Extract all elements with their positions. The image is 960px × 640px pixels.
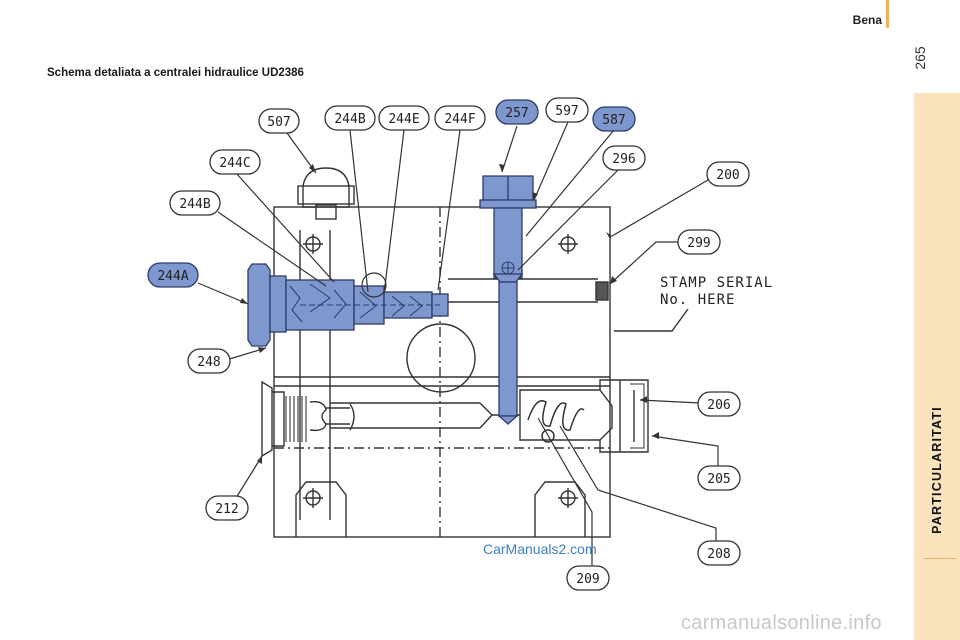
leader-lines [197, 121, 719, 568]
callout-label: 296 [612, 152, 635, 167]
callout-205: 205 [697, 465, 741, 491]
footer-watermark[interactable]: carmanualsonline.info [681, 612, 882, 634]
valve-body [519, 379, 649, 453]
callout-label: 205 [707, 472, 730, 487]
callout-244e: 244E [378, 105, 430, 131]
callout-label: 257 [505, 106, 528, 121]
callout-587: 587 [592, 106, 636, 132]
sidebar-divider [924, 558, 956, 559]
callout-label: 244C [219, 156, 250, 171]
callout-244f: 244F [434, 105, 486, 131]
callout-label: 244A [157, 269, 188, 284]
callout-299: 299 [677, 229, 721, 255]
reservoir-cap [297, 167, 355, 220]
tie-rod-nut [595, 281, 609, 301]
chapter-marker [886, 0, 889, 28]
callout-label: 244E [388, 112, 419, 127]
callout-label: 507 [267, 115, 290, 130]
sidebar-section-tab [914, 93, 960, 640]
valve-stem [330, 402, 520, 429]
callout-200: 200 [706, 161, 750, 187]
stamp-number-label: No. HERE [660, 292, 735, 308]
callout-206: 206 [697, 391, 741, 417]
callout-label: 587 [602, 113, 625, 128]
callout-208: 208 [697, 540, 741, 566]
callout-label: 244B [334, 112, 365, 127]
callout-296: 296 [602, 145, 646, 171]
callout-label: 597 [555, 104, 578, 119]
stamp-serial-label: STAMP SERIAL [660, 275, 773, 291]
callout-label: 212 [215, 502, 238, 517]
manifold-block [273, 206, 611, 538]
callout-label: 248 [197, 355, 220, 370]
callout-244a: 244A [147, 262, 199, 288]
mounting-holes [303, 234, 578, 508]
stamp-leader [614, 308, 689, 332]
chapter-title: Bena [852, 13, 882, 27]
callout-257: 257 [495, 99, 539, 125]
central-port [406, 323, 476, 393]
callout-label: 208 [707, 547, 730, 562]
highlighted-bolt [479, 175, 537, 425]
callout-507: 507 [258, 108, 300, 134]
callout-212: 212 [205, 495, 249, 521]
callout-244b-top: 244B [324, 105, 376, 131]
callout-label: 244B [179, 197, 210, 212]
callout-244b-left: 244B [169, 190, 221, 216]
callout-244c: 244C [209, 149, 261, 175]
carmanuals-watermark[interactable]: CarManuals2.com [483, 541, 597, 557]
callout-597: 597 [545, 97, 589, 123]
leader-arrows [240, 164, 659, 464]
callout-label: 200 [716, 168, 739, 183]
callout-209: 209 [566, 565, 610, 591]
callout-label: 206 [707, 398, 730, 413]
callout-label: 299 [687, 236, 710, 251]
callout-248: 248 [187, 348, 231, 374]
highlighted-valve-assembly [247, 263, 449, 347]
threaded-plug [261, 380, 355, 458]
figure-caption: Schema detaliata a centralei hidraulice … [47, 67, 304, 79]
callout-label: 209 [576, 572, 599, 587]
spring [527, 400, 585, 443]
callout-label: 244F [444, 112, 475, 127]
